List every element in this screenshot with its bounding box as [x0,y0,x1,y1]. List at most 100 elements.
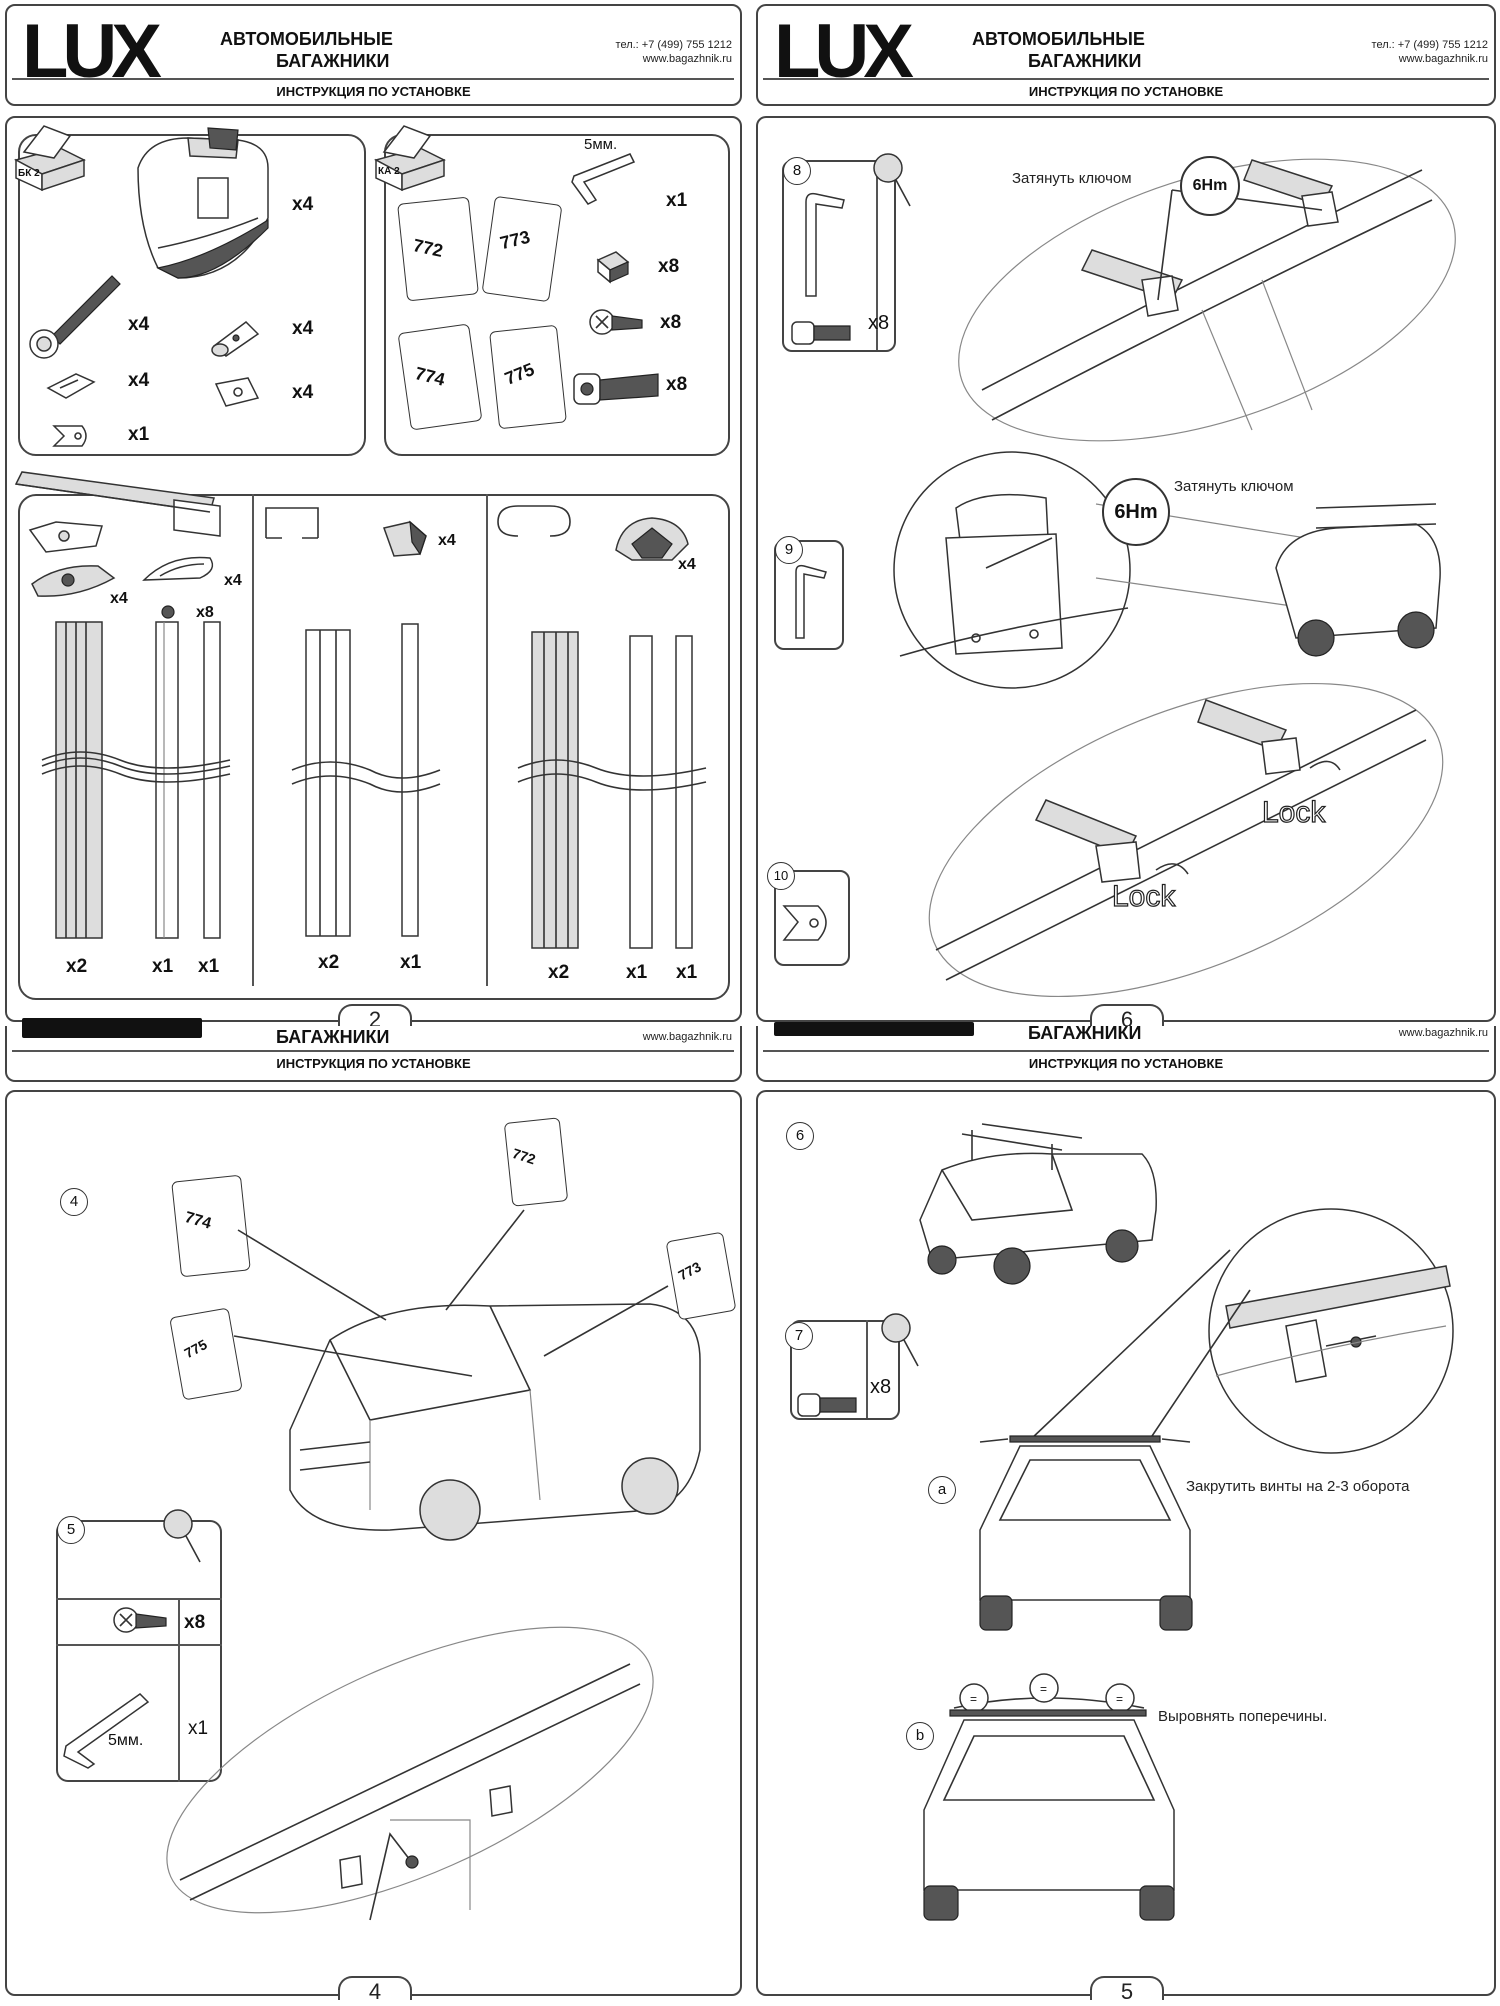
qty-pad: x4 [292,382,314,403]
logo-subtitle-2: БАГАЖНИКИ [1028,51,1142,71]
magnifier-icon [163,1509,201,1563]
header-rule [763,78,1489,80]
header-frame-p6 [756,4,1496,106]
plate-775: 775 [489,324,567,430]
page-number-5: 5 [1090,1976,1164,2004]
screw-icon [589,309,643,335]
crossbar-panel [18,494,730,1000]
qty-foot: x4 [292,194,314,215]
qty-bar-h: x1 [676,962,698,983]
hex-key-icon [63,1693,150,1769]
qty-bar-f: x2 [548,962,570,983]
qty-hex-key: x1 [666,190,688,211]
kit-box-icon [373,125,446,192]
key-size-label: 5мм. [108,1732,144,1749]
hex-key-icon [795,564,827,639]
key-size-label: 5мм. [584,136,618,153]
contact-block: тел.: +7 (499) 755 1212 www.bagazhnik.ru [1262,38,1488,66]
oval-cap-icon [615,517,689,561]
header-rule [12,78,734,80]
square-cap-icon [383,520,427,557]
install-title: ИНСТРУКЦИЯ ПО УСТАНОВКЕ [1028,1056,1224,1071]
page-number-4: 4 [338,1976,412,2004]
sub-b-badge: b [906,1722,934,1750]
logo-subtitle-2: БАГАЖНИКИ [1028,1023,1142,1043]
header-rule [763,1050,1489,1052]
tool-box-divider [876,160,878,350]
lock-label-right: Lock [1261,795,1326,829]
qty-step-7: x8 [870,1376,892,1398]
step-4-badge: 4 [60,1188,88,1216]
step-8-badge: 8 [783,157,811,185]
pad-icon [214,377,260,407]
long-bolt-icon [29,275,121,359]
install-title: ИНСТРУКЦИЯ ПО УСТАНОВКЕ [276,84,471,99]
contact-block: тел.: +7 (499) 755 1212 www.bagazhnik.ru [510,38,732,66]
lux-logo-cut [22,1018,202,1038]
qty-washer: x4 [128,370,150,391]
panel-divider [486,494,488,986]
rail-fixing-closeup [166,1626,654,1921]
lux-logo-cut [774,1022,974,1036]
torque-value: 6Hm [1192,177,1228,194]
equal-mark-right: = [1116,1692,1124,1706]
tighten-note-top: Затянуть ключом [1012,170,1132,187]
qty-tiny-screw: x8 [196,604,214,621]
bolt-icon [797,1393,857,1417]
end-cap-profile-icon [28,521,103,553]
screw-icon [113,1607,167,1633]
plate-number: 772 [411,235,445,261]
torque-value: 6Hm [1114,501,1158,523]
aluminium-bars-set1 [41,621,231,939]
suv-with-bars [919,1123,1157,1285]
crossbar-icon [14,471,221,537]
tiny-screw-icon [161,605,175,619]
car-front-view-a [979,1249,1251,1631]
step-6-badge: 6 [786,1122,814,1150]
sub-a-badge: a [928,1476,956,1504]
aluminium-bars-set2 [291,623,441,937]
qty-oval-cap: x4 [678,556,696,573]
tighten-note-middle: Затянуть ключом [1174,478,1294,495]
kit-box-icon [13,125,86,192]
lock-label-left: Lock [1111,879,1176,913]
suv-rear-view [289,1303,701,1541]
qty-bar-b: x1 [152,956,174,977]
qty-bar-g: x1 [626,962,648,983]
bolt-icon [791,321,851,345]
website: www.bagazhnik.ru [1398,1027,1488,1039]
foot-bolt-closeup [1208,1208,1454,1454]
roof-rail-closeup-bottom [928,682,1444,998]
tool-box-vrule [178,1598,180,1782]
small-key-icon [52,425,87,447]
plate-number: 773 [498,226,533,254]
logo-subtitle-2: БАГАЖНИКИ [276,51,390,71]
header-rule [12,1050,734,1052]
qty-step-5-screw: x8 [184,1612,206,1633]
aluminium-bars-set3 [517,631,707,949]
qty-square-cap: x4 [438,532,456,549]
lock-key-icon [782,905,827,941]
qty-step-5-key: x1 [188,1718,209,1739]
plate-number: 774 [413,363,448,390]
step-7-badge: 7 [785,1322,813,1350]
qty-key-small: x1 [128,424,150,445]
magnifier-icon [873,153,911,207]
phone: тел.: +7 (499) 755 1212 [1371,39,1488,51]
qty-cover-cap: x4 [224,572,242,589]
logo-subtitle-2: БАГАЖНИКИ [276,1027,390,1047]
square-profile-icon [265,507,319,539]
plate-number: 775 [501,358,538,389]
lux-logo: LUX [774,9,914,94]
qty-bar-c: x1 [198,956,220,977]
install-title: ИНСТРУКЦИЯ ПО УСТАНОВКЕ [1028,84,1224,99]
oval-profile-icon [497,505,571,537]
cover-cap-icon [142,556,214,581]
roof-foot-icon [137,127,269,279]
step-10-badge: 10 [767,862,795,890]
logo-subtitle-1: АВТОМОБИЛЬНЫЕ [972,29,1145,49]
website: www.bagazhnik.ru [1398,53,1488,65]
torque-badge-top: 6Hm [1180,156,1240,216]
step-5-badge: 5 [57,1516,85,1544]
header-frame-p2 [5,4,742,106]
